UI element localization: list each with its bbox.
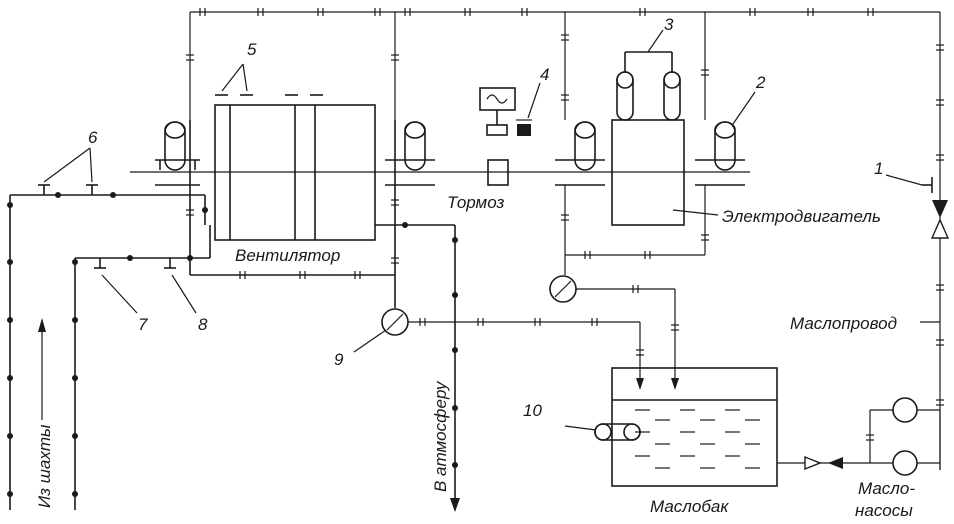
check-valve-icon — [828, 457, 843, 469]
air-duct-lines — [186, 120, 399, 308]
brake-label: Тормоз — [447, 193, 504, 212]
oil-tank-label: Маслобак — [650, 497, 729, 516]
number-8: 8 — [198, 315, 208, 334]
bearing-fan-right — [385, 121, 435, 186]
oil-branch-lines — [186, 12, 709, 120]
oil-line-label: Маслопровод — [790, 314, 897, 333]
number-9: 9 — [334, 350, 344, 369]
check-valve-icon — [804, 455, 822, 471]
fan-body — [214, 94, 376, 241]
oil-pumps — [777, 397, 941, 476]
to-atmosphere-label: В атмосферу — [431, 380, 450, 492]
from-mine-label: Из шахты — [35, 424, 54, 508]
bearing-motor-right — [695, 121, 745, 186]
motor-oil-return — [561, 185, 709, 275]
oil-tank — [594, 367, 778, 487]
bearing-fan-left — [155, 121, 200, 186]
oil-pumps-label-2: насосы — [855, 501, 913, 520]
electric-motor — [611, 51, 685, 226]
number-7: 7 — [138, 315, 148, 334]
flow-meter-9 — [381, 308, 644, 390]
number-3: 3 — [664, 15, 674, 34]
number-10: 10 — [523, 401, 542, 420]
fan-label: Вентилятор — [235, 246, 340, 265]
atmosphere-outlet — [375, 222, 460, 512]
flow-meter-motor — [549, 275, 679, 390]
oil-pumps-label-1: Масло- — [858, 479, 915, 498]
check-valve-icon — [932, 200, 948, 218]
oil-line-right — [922, 12, 950, 470]
leader-lines — [43, 29, 940, 431]
mine-air-lines — [7, 184, 211, 510]
number-1: 1 — [874, 159, 883, 178]
check-valve-icon — [930, 218, 950, 239]
bearing-motor-left — [555, 121, 605, 186]
brake — [479, 87, 532, 186]
motor-label: Электродвигатель — [722, 207, 881, 226]
number-6: 6 — [88, 128, 98, 147]
number-4: 4 — [540, 65, 549, 84]
number-5: 5 — [247, 40, 257, 59]
number-2: 2 — [755, 73, 766, 92]
